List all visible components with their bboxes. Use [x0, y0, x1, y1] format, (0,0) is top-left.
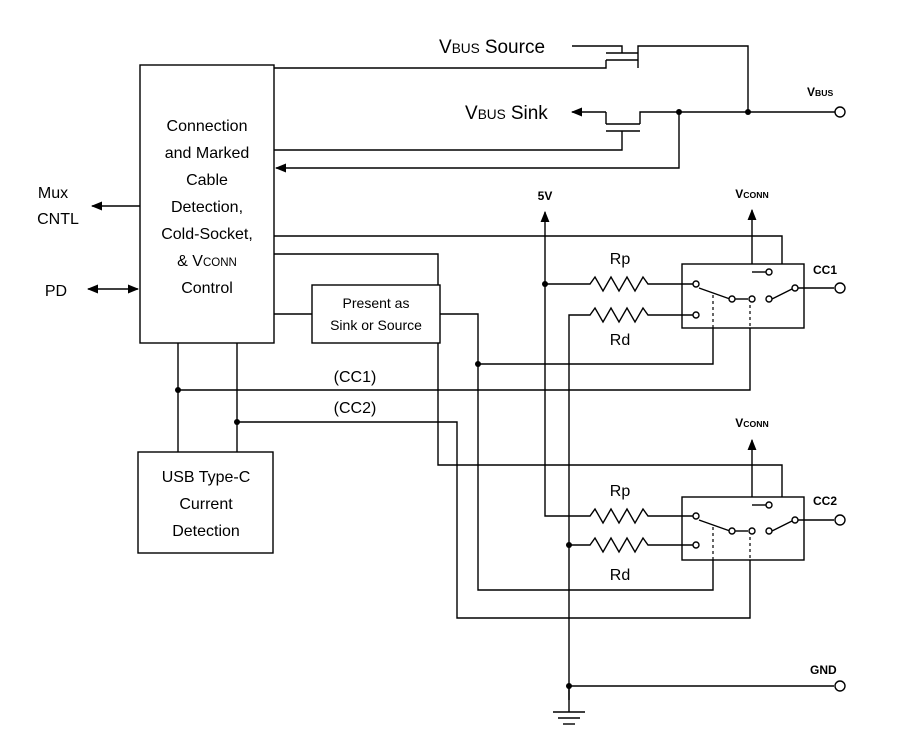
- cc1-out-label: CC1: [813, 263, 837, 277]
- cc2-out-label: CC2: [813, 494, 837, 508]
- current-line-1: USB Type-C: [162, 469, 251, 486]
- pd-label: PD: [45, 283, 67, 300]
- cc-bus-lines: (CC1) (CC2): [175, 343, 751, 619]
- current-line-3: Detection: [172, 523, 240, 540]
- mux-label-1: Mux: [38, 185, 68, 202]
- present-line-2: Sink or Source: [330, 317, 422, 333]
- rd-1-label: Rd: [610, 332, 630, 349]
- cc2-vconn-control-line: [274, 253, 783, 497]
- cc2-bus-label: (CC2): [334, 400, 377, 417]
- control-line-1: Connection: [167, 118, 248, 135]
- control-block: Connection and Marked Cable Detection, C…: [139, 64, 275, 344]
- rd-2-label: Rd: [610, 567, 630, 584]
- mux-label-2: CNTL: [37, 211, 79, 228]
- five-v-label: 5V: [538, 189, 553, 203]
- mux-cntl-signal: Mux CNTL: [37, 185, 140, 228]
- control-line-5: Cold-Socket,: [161, 226, 253, 243]
- five-v-rail: 5V: [538, 189, 553, 508]
- cc1-switch-group: VCONN Rp Rd CC1: [178, 187, 846, 700]
- cc1-vconn-control-line: [274, 235, 783, 264]
- ground-rail: GND: [553, 663, 846, 725]
- control-line-7: Control: [181, 280, 233, 297]
- control-line-6: & VCONN: [177, 253, 237, 270]
- control-line-4: Detection,: [171, 199, 243, 216]
- rp-2-label: Rp: [610, 483, 631, 500]
- control-line-3: Cable: [186, 172, 228, 189]
- rp-1-label: Rp: [610, 251, 631, 268]
- cc1-bus-label: (CC1): [334, 369, 377, 386]
- present-line-1: Present as: [343, 295, 410, 311]
- cc2-switch-group: VCONN Rp Rd CC2: [544, 416, 846, 584]
- control-line-2: and Marked: [165, 145, 250, 162]
- current-line-2: Current: [179, 496, 233, 513]
- present-block: Present as Sink or Source: [274, 284, 714, 591]
- vconn-1-label: VCONN: [735, 187, 768, 201]
- vconn-2-label: VCONN: [735, 416, 768, 430]
- pd-signal: PD: [45, 283, 140, 300]
- current-detection-block: USB Type-C Current Detection: [137, 451, 274, 554]
- gnd-label: GND: [810, 663, 837, 677]
- vbus-out-label: VBUS: [807, 85, 833, 99]
